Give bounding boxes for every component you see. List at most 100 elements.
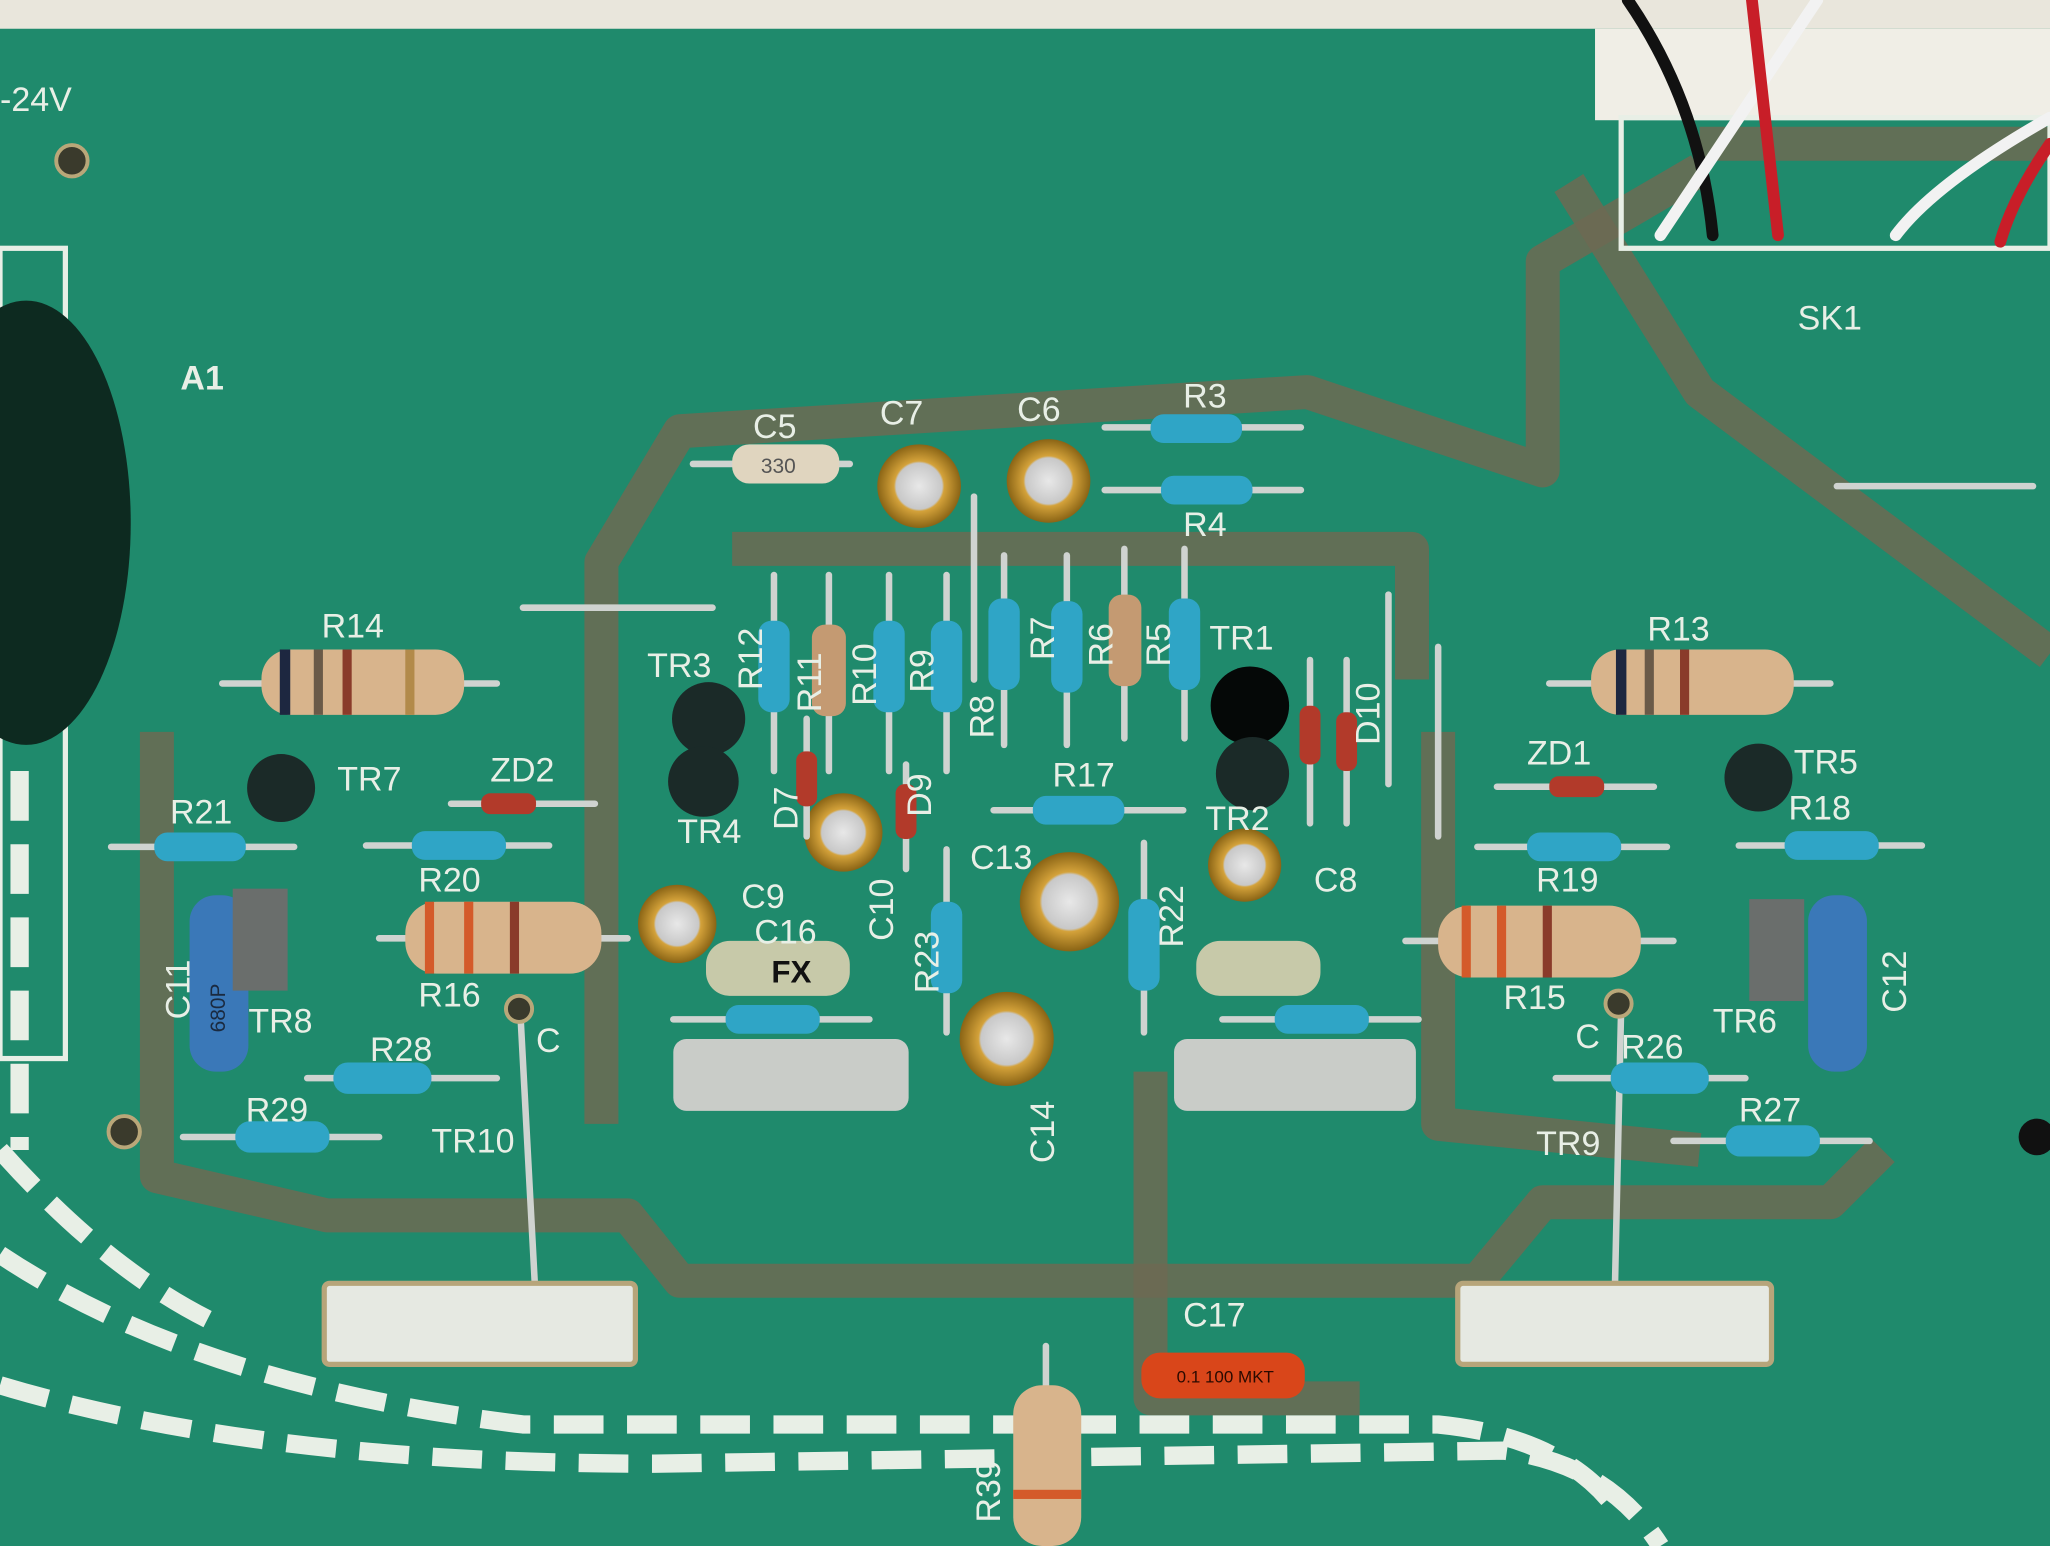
label-r26: R26 xyxy=(1621,1029,1683,1067)
resistor-r26 xyxy=(1552,1062,1749,1094)
resistor-r21 xyxy=(107,832,298,862)
label-r13: R13 xyxy=(1647,610,1709,648)
capacitor-c17: 0.1 100 MKT xyxy=(1141,1352,1305,1399)
connector-housing xyxy=(1595,28,2050,121)
capacitor-c9 xyxy=(638,884,717,964)
label-c8: C8 xyxy=(1314,861,1357,899)
label-c12: C12 xyxy=(1876,950,1914,1012)
label-r12: R12 xyxy=(732,628,770,690)
capacitor-c14 xyxy=(959,991,1054,1086)
capacitor-c5: 330 xyxy=(689,444,854,484)
capacitor-c7 xyxy=(877,444,961,528)
board-cutout-left xyxy=(321,1280,639,1367)
test-point-c-left xyxy=(504,993,535,1024)
label-c7: C7 xyxy=(880,395,923,433)
label-r20: R20 xyxy=(418,861,480,899)
label-r5: R5 xyxy=(1140,623,1178,666)
label-tr10: TR10 xyxy=(431,1123,514,1161)
label-d7: D7 xyxy=(768,786,806,829)
label-tr3: TR3 xyxy=(647,647,711,685)
resistor-left-bottom xyxy=(670,1004,873,1034)
label-r7: R7 xyxy=(1024,617,1062,660)
resistors-horizontal xyxy=(107,414,1926,1157)
label-tr5: TR5 xyxy=(1794,744,1858,782)
label-r28: R28 xyxy=(370,1031,432,1069)
label-r14: R14 xyxy=(322,608,384,646)
label-r27: R27 xyxy=(1739,1091,1801,1129)
resistor-r28 xyxy=(303,1062,501,1094)
capacitor-c12 xyxy=(1808,895,1867,1072)
resistor-r20 xyxy=(362,831,553,860)
transistors xyxy=(232,666,1805,1002)
transistor-tr7 xyxy=(247,754,316,823)
transistor-tr4 xyxy=(668,746,739,817)
resistor-r13 xyxy=(1545,649,1834,715)
label-tr8: TR8 xyxy=(248,1002,312,1040)
label-c16: C16 xyxy=(754,914,816,952)
label-c11: C11 xyxy=(160,960,198,1020)
svg-text:330: 330 xyxy=(761,455,796,478)
label-c9: C9 xyxy=(741,878,784,916)
label-c14: C14 xyxy=(1024,1101,1062,1163)
power-resistor-right xyxy=(1174,1038,1416,1111)
resistor-r15 xyxy=(1402,905,1677,978)
large-capacitor xyxy=(0,300,131,745)
label-c6: C6 xyxy=(1017,391,1060,429)
label-r10: R10 xyxy=(846,643,884,705)
electrolytic-capacitors xyxy=(638,439,1282,1086)
resistor-r17 xyxy=(990,795,1187,825)
label-tr2: TR2 xyxy=(1205,800,1269,838)
label-r29: R29 xyxy=(246,1091,308,1129)
transistor-tr2 xyxy=(1215,737,1290,811)
capacitor-c10 xyxy=(804,793,883,872)
voltage-label: -24V xyxy=(0,81,72,119)
mounting-hole xyxy=(106,1114,142,1150)
label-tr9: TR9 xyxy=(1536,1125,1600,1163)
diodes xyxy=(447,656,1658,873)
transistor-tr8 xyxy=(232,888,288,991)
label-r39: R39 xyxy=(970,1460,1008,1522)
label-tr6: TR6 xyxy=(1713,1002,1777,1040)
label-tr1: TR1 xyxy=(1209,620,1273,658)
test-point-c-right xyxy=(1603,988,1634,1019)
transistor-tr6 xyxy=(1749,899,1805,1002)
label-r15: R15 xyxy=(1504,979,1566,1017)
label-tr7: TR7 xyxy=(337,761,401,799)
transistor-tr5 xyxy=(1724,743,1793,812)
capacitor-right-glass xyxy=(1196,940,1321,996)
capacitor-c13 xyxy=(1019,852,1120,952)
transistor-tr3 xyxy=(672,682,746,756)
board-edge xyxy=(0,0,2050,29)
label-r3: R3 xyxy=(1183,378,1226,416)
silkscreen-labels: -24V A1 SK1 C5 C7 C6 R3 R4 R14 R13 TR3 T… xyxy=(0,81,1914,1522)
label-c5: C5 xyxy=(753,408,796,446)
label-r17: R17 xyxy=(1052,757,1114,795)
resistor-right-bottom xyxy=(1219,1004,1422,1034)
svg-text:680P: 680P xyxy=(207,984,230,1033)
label-d10: D10 xyxy=(1349,683,1387,745)
connector-label: SK1 xyxy=(1798,299,1862,337)
label-c-left: C xyxy=(536,1022,561,1060)
resistor-r3 xyxy=(1101,414,1305,444)
resistor-r18 xyxy=(1735,831,1926,860)
label-c-right: C xyxy=(1575,1018,1600,1056)
label-r6: R6 xyxy=(1083,623,1121,666)
resistor-r27 xyxy=(1670,1125,1873,1157)
capacitor-c8 xyxy=(1208,828,1282,902)
power-resistor-left xyxy=(673,1038,909,1111)
capacitor-c16: FX xyxy=(705,940,850,996)
label-r4: R4 xyxy=(1183,506,1226,544)
label-r16: R16 xyxy=(418,976,480,1014)
resistor-r4 xyxy=(1101,475,1305,505)
label-r11: R11 xyxy=(791,652,829,712)
resistors-vertical xyxy=(758,545,1201,1546)
silkscreen-dashed-outline xyxy=(0,771,1669,1546)
label-r9: R9 xyxy=(903,649,941,692)
resistor-r39 xyxy=(1013,1342,1082,1546)
copper-traces xyxy=(139,126,2050,1416)
label-r19: R19 xyxy=(1536,861,1598,899)
label-r22: R22 xyxy=(1153,885,1191,947)
board-cutout-right xyxy=(1455,1280,1775,1367)
mounting-hole xyxy=(54,143,90,179)
